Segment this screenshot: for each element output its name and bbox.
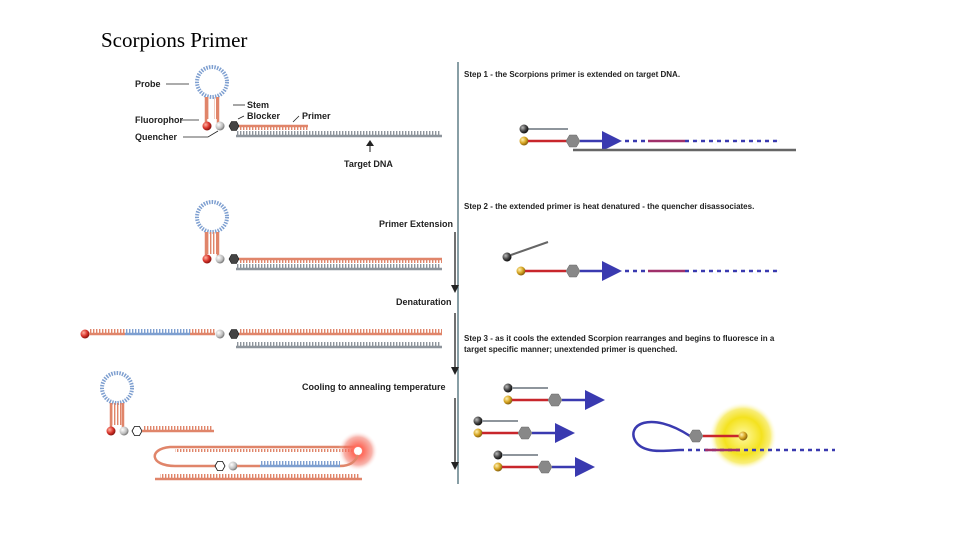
- label-primer-extension: Primer Extension: [379, 219, 453, 229]
- label-quencher: Quencher: [135, 132, 178, 142]
- process-flow: Primer Extension Denaturation Cooling to…: [302, 219, 459, 470]
- label-probe: Probe: [135, 79, 161, 89]
- fluorophore-ball: [202, 121, 212, 131]
- step1-diagram: [519, 124, 796, 152]
- step2-diagram: [502, 241, 780, 281]
- row4-cooled: [100, 371, 378, 481]
- step2-text: Step 2 - the extended primer is heat den…: [464, 202, 754, 211]
- label-fluorophor: Fluorophor: [135, 115, 183, 125]
- label-cooling: Cooling to annealing temperature: [302, 382, 446, 392]
- label-stem: Stem: [247, 100, 269, 110]
- step1-text: Step 1 - the Scorpions primer is extende…: [464, 70, 680, 79]
- quencher-ball: [215, 121, 225, 131]
- label-primer: Primer: [302, 111, 331, 121]
- step3-unextended-primers: [473, 383, 605, 477]
- label-target-dna: Target DNA: [344, 159, 393, 169]
- step3-fluorescing-scorpion: [632, 402, 835, 470]
- page-title: Scorpions Primer: [101, 28, 248, 52]
- step3-text-line2: target specific manner; unextended prime…: [464, 345, 677, 354]
- probe-loop: [195, 65, 229, 99]
- row2-extended: [195, 200, 442, 271]
- row3-denatured: [80, 329, 442, 349]
- label-blocker: Blocker: [247, 111, 281, 121]
- label-denaturation: Denaturation: [396, 297, 452, 307]
- stem-left: [207, 97, 210, 119]
- target-dna-ticks: [236, 131, 441, 135]
- stem-right: [214, 97, 217, 119]
- blocker-hexagon: [228, 121, 240, 131]
- row1-scorpion: Probe Fluorophor Quencher Stem Blocker P…: [135, 65, 442, 169]
- step3-text-line1: Step 3 - as it cools the extended Scorpi…: [464, 334, 775, 343]
